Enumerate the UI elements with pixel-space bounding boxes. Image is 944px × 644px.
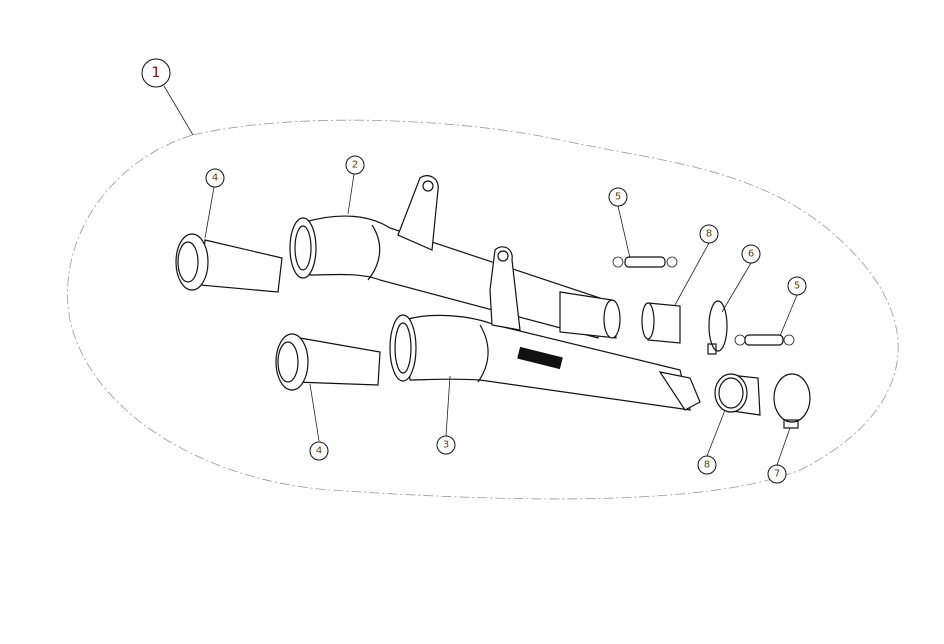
callout-label: 4	[212, 173, 218, 184]
callout-8-upper: 8	[699, 224, 719, 244]
callout-label: 3	[443, 440, 449, 451]
callout-7: 7	[767, 464, 787, 484]
callout-2: 2	[345, 155, 365, 175]
callout-label: 8	[704, 460, 710, 471]
part-8-sleeve-lower[interactable]	[714, 373, 761, 416]
callout-5-upper: 5	[608, 187, 628, 207]
part-3-muffler[interactable]	[389, 246, 701, 411]
assembly-boundary	[67, 119, 899, 500]
part-2-link-pipe[interactable]	[289, 175, 621, 339]
brand-logo	[517, 346, 563, 370]
part-8-sleeve-upper[interactable]	[641, 302, 681, 344]
callout-label: 6	[748, 249, 754, 260]
part-6-clamp[interactable]	[707, 300, 728, 355]
callout-4-lower: 4	[309, 441, 329, 461]
callout-label: 2	[352, 160, 358, 171]
part-5-spring-upper[interactable]	[612, 256, 678, 268]
leader-lines	[163, 85, 798, 466]
part-4-end-cap-lower[interactable]	[275, 333, 381, 391]
callout-label: 1	[152, 65, 161, 81]
callout-8-lower: 8	[697, 455, 717, 475]
callout-4-upper: 4	[205, 168, 225, 188]
part-4-end-cap-upper[interactable]	[175, 233, 283, 293]
part-5-spring-lower[interactable]	[734, 334, 795, 346]
part-7-clamp[interactable]	[773, 373, 811, 429]
callout-1: 1	[141, 58, 171, 88]
callout-label: 5	[615, 192, 621, 203]
callout-label: 4	[316, 446, 322, 457]
callout-label: 8	[706, 229, 712, 240]
callout-label: 7	[774, 469, 780, 480]
callout-label: 5	[794, 281, 800, 292]
callout-6: 6	[741, 244, 761, 264]
callout-5-lower: 5	[787, 276, 807, 296]
callout-3: 3	[436, 435, 456, 455]
